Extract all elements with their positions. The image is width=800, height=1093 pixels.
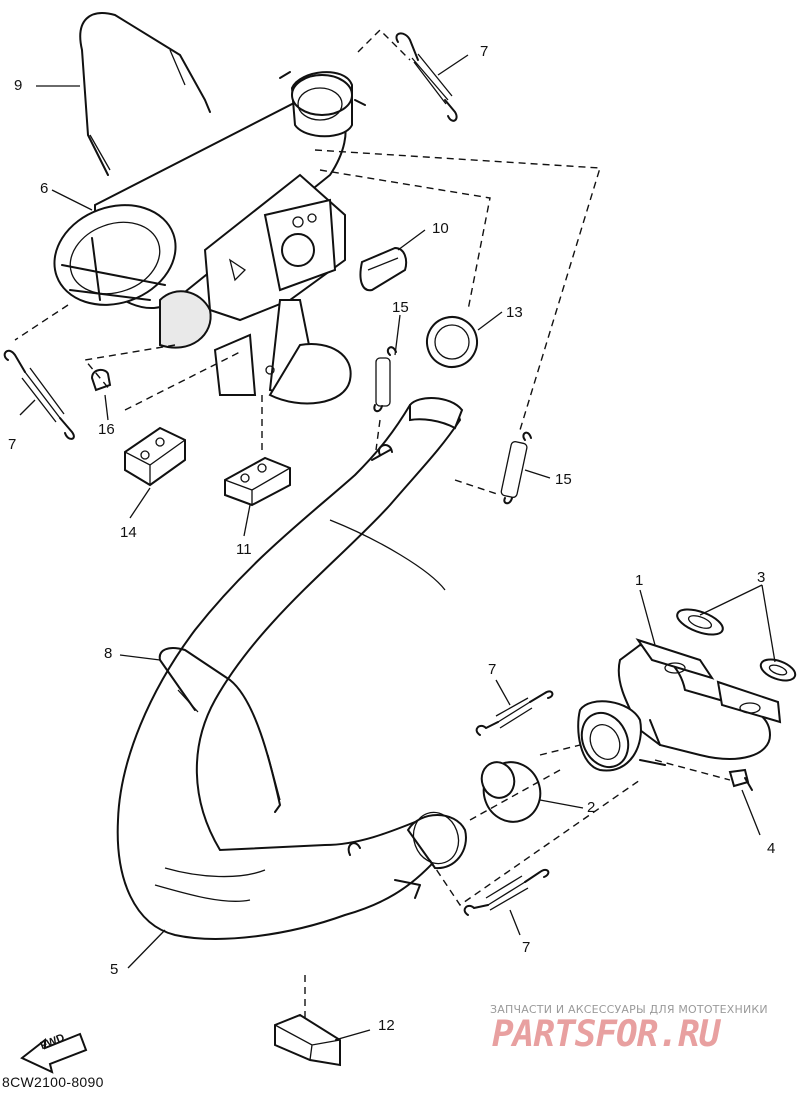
gasket-part-3-b — [759, 658, 797, 682]
watermark-logo: PARTSFOR.RU — [492, 1014, 720, 1055]
leader-lines — [19, 54, 776, 1041]
spring-part-7-bottom — [463, 868, 550, 916]
label-part-6: 6 — [40, 180, 49, 197]
spring-part-7-left — [3, 349, 75, 440]
fwd-arrow-icon — [20, 1032, 88, 1074]
label-part-11: 11 — [236, 541, 252, 558]
spring-part-15-lower — [500, 431, 532, 505]
label-part-12: 12 — [378, 1017, 395, 1034]
hook-part-9 — [79, 12, 211, 176]
silencer-part-6 — [53, 71, 366, 405]
label-part-15-upper: 15 — [392, 299, 409, 316]
label-part-7-left: 7 — [8, 436, 17, 453]
label-part-14: 14 — [120, 524, 137, 541]
ring-part-2 — [480, 761, 542, 823]
exhaust-manifold-part-1 — [577, 638, 782, 772]
label-part-15-lower: 15 — [555, 471, 572, 488]
label-part-7-top: 7 — [480, 43, 489, 60]
label-part-3: 3 — [757, 569, 766, 586]
gasket-part-13 — [426, 316, 478, 368]
bolt-part-4 — [728, 768, 753, 791]
label-part-16: 16 — [98, 421, 115, 438]
label-part-4: 4 — [767, 840, 776, 857]
damper-part-14 — [124, 426, 186, 487]
spring-part-7-top — [395, 32, 458, 122]
damper-part-12 — [274, 1013, 341, 1067]
expansion-chamber-part-5 — [116, 397, 467, 940]
label-part-8: 8 — [104, 645, 113, 662]
gasket-part-3-a — [676, 608, 724, 636]
diagram-code: 8CW2100-8090 — [2, 1074, 104, 1090]
spring-part-15-upper — [373, 346, 397, 413]
assembly-lines — [14, 29, 731, 1020]
spring-part-7-mid — [475, 690, 554, 736]
label-part-9: 9 — [14, 77, 23, 94]
label-part-10: 10 — [432, 220, 449, 237]
label-part-1: 1 — [635, 572, 644, 589]
label-part-13: 13 — [506, 304, 523, 321]
label-part-7-mid: 7 — [488, 661, 497, 678]
label-part-5: 5 — [110, 961, 119, 978]
damper-part-11 — [224, 456, 291, 507]
label-part-2: 2 — [587, 799, 596, 816]
label-part-7-bottom: 7 — [522, 939, 531, 956]
watermark-caption: ЗАПЧАСТИ И АКСЕССУАРЫ ДЛЯ МОТОТЕХНИКИ — [490, 1003, 768, 1016]
damper-part-10 — [359, 246, 408, 292]
